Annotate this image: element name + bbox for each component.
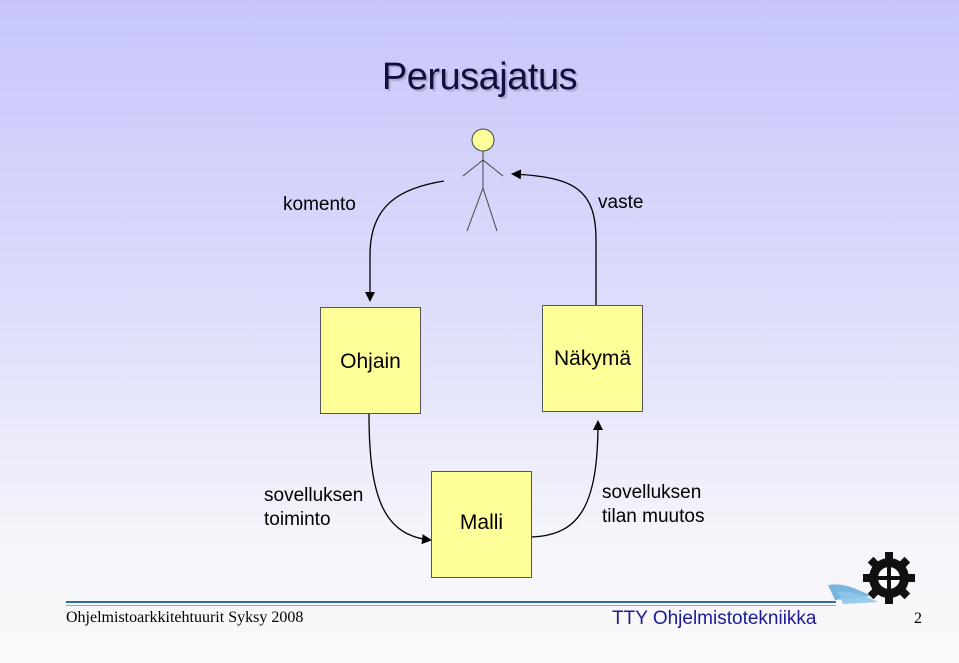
controller-label: Ohjain [340, 349, 401, 373]
view-label: Näkymä [553, 346, 632, 370]
response-label: vaste [598, 192, 644, 213]
footer-divider [66, 601, 836, 603]
command-label: komento [283, 194, 356, 215]
model-label: Malli [459, 511, 504, 534]
app-action-label-line2: toiminto [264, 509, 331, 530]
footer-course: Ohjelmistoarkkitehtuurit Syksy 2008 [66, 609, 304, 626]
state-change-label-line1: sovelluksen [602, 482, 702, 503]
controller-box: Ohjain [320, 307, 421, 414]
view-box: Näkymä [542, 305, 643, 412]
state-change-label-line2: tilan muutos [602, 506, 705, 527]
state-change-arrow [531, 420, 603, 538]
tty-gear-logo-icon [828, 552, 915, 604]
app-action-arrow [368, 413, 432, 545]
footer-department: TTY Ohjelmistotekniikka [612, 608, 817, 629]
command-arrow [365, 180, 445, 302]
model-box: Malli [431, 471, 532, 578]
app-action-label-line1: sovelluksen [264, 485, 364, 506]
footer-divider-thin [66, 605, 836, 606]
slide-title: Perusajatus [381, 56, 578, 98]
page-number: 2 [914, 610, 922, 627]
response-arrow [511, 169, 597, 305]
actor-icon [462, 128, 504, 232]
